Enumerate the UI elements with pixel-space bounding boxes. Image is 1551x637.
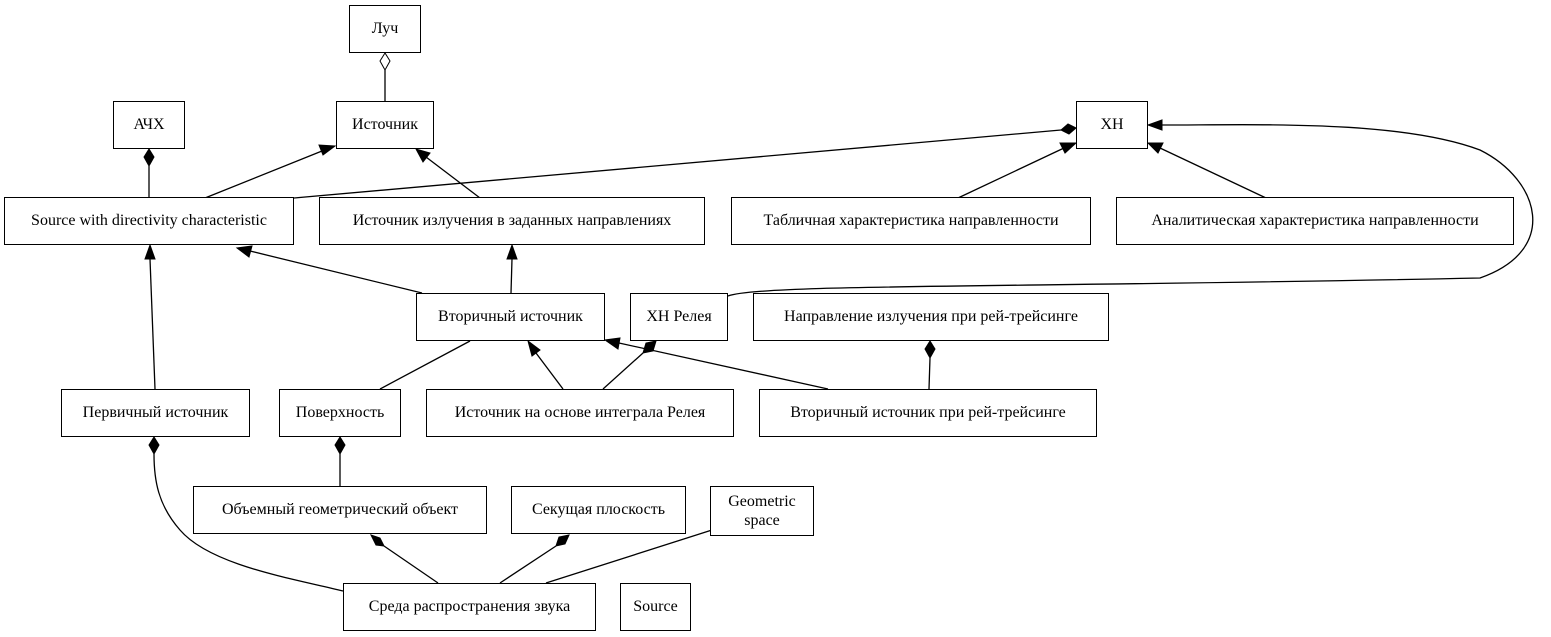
node-obyemny: Объемный геометрический объект — [193, 486, 487, 534]
node-istochnik-napr: Источник излучения в заданных направлени… — [319, 197, 705, 245]
node-achh: АЧХ — [113, 101, 185, 149]
diamond-achh — [143, 148, 155, 168]
diamond-hn — [1060, 123, 1077, 135]
diamond-luch — [379, 52, 391, 72]
diamond-poverhnost — [334, 436, 346, 456]
node-vtorichny-rt: Вторичный источник при рей-трейсинге — [759, 389, 1097, 437]
node-hn-releya: ХН Релея — [630, 293, 728, 341]
edge-hnreleya-hn — [727, 124, 1534, 297]
edge-tabl-hn — [957, 147, 1065, 199]
edge-poverhnost-vtor — [379, 340, 471, 390]
edge-sreda-sekushaya — [499, 545, 557, 584]
edge-istnapr-istochnik — [425, 156, 481, 199]
edge-vtor-sourcedir — [249, 250, 423, 294]
node-poverhnost: Поверхность — [279, 389, 401, 437]
node-geometric-space: Geometric space — [710, 486, 814, 536]
node-integral-releya: Источник на основе интеграла Релея — [426, 389, 734, 437]
node-hn: ХН — [1076, 101, 1148, 149]
arrow-integral-vtor — [527, 339, 541, 357]
node-source: Source — [620, 583, 691, 631]
node-luch: Луч — [349, 5, 421, 53]
arrow-vtorrt-vtor — [603, 337, 621, 350]
edge-perv-sourcedir — [149, 258, 156, 390]
edge-sreda-obyemny — [383, 545, 439, 584]
edge-vtorrt-napr — [928, 357, 931, 390]
node-istochnik: Источник — [336, 101, 434, 149]
arrow-sourcedir-istochnik — [318, 144, 337, 156]
edge-analit-hn — [1159, 147, 1267, 199]
node-sreda: Среда распространения звука — [343, 583, 596, 631]
edge-integral-vtor — [535, 352, 564, 390]
node-napr-rt: Направление излучения при рей-трейсинге — [753, 293, 1109, 341]
edge-sourcedir-hn — [293, 129, 1062, 199]
node-tablichnaya: Табличная характеристика направленности — [731, 197, 1091, 245]
node-pervichny: Первичный источник — [61, 389, 250, 437]
arrow-hnreleya-hn — [1146, 119, 1163, 131]
arrow-tabl-hn — [1059, 142, 1078, 154]
arrow-analit-hn — [1146, 142, 1164, 154]
edge-vtor-istnapr — [510, 258, 513, 294]
arrow-istnapr-istochnik — [414, 148, 431, 163]
node-source-directivity: Source with directivity characteristic — [4, 197, 294, 245]
node-sekushaya: Секущая плоскость — [511, 486, 686, 534]
edge-sreda-geomspace — [545, 529, 713, 584]
edge-integral-hnreleya — [602, 352, 644, 390]
diamond-obyemny — [370, 534, 385, 547]
arrow-perv-sourcedir — [144, 243, 156, 260]
diamond-napr — [924, 340, 936, 360]
arrow-vtor-istnapr — [506, 243, 518, 260]
arrow-vtor-sourcedir — [235, 245, 253, 258]
node-vtorichny: Вторичный источник — [416, 293, 605, 341]
edge-sreda-perv — [153, 453, 344, 592]
node-analiticheskaya: Аналитическая характеристика направленно… — [1116, 197, 1514, 245]
diamond-perv — [148, 436, 160, 456]
diamond-sekushaya — [555, 534, 570, 547]
edge-sourcedir-istochnik — [204, 150, 323, 199]
edge-vtorrt-vtor — [618, 342, 829, 390]
